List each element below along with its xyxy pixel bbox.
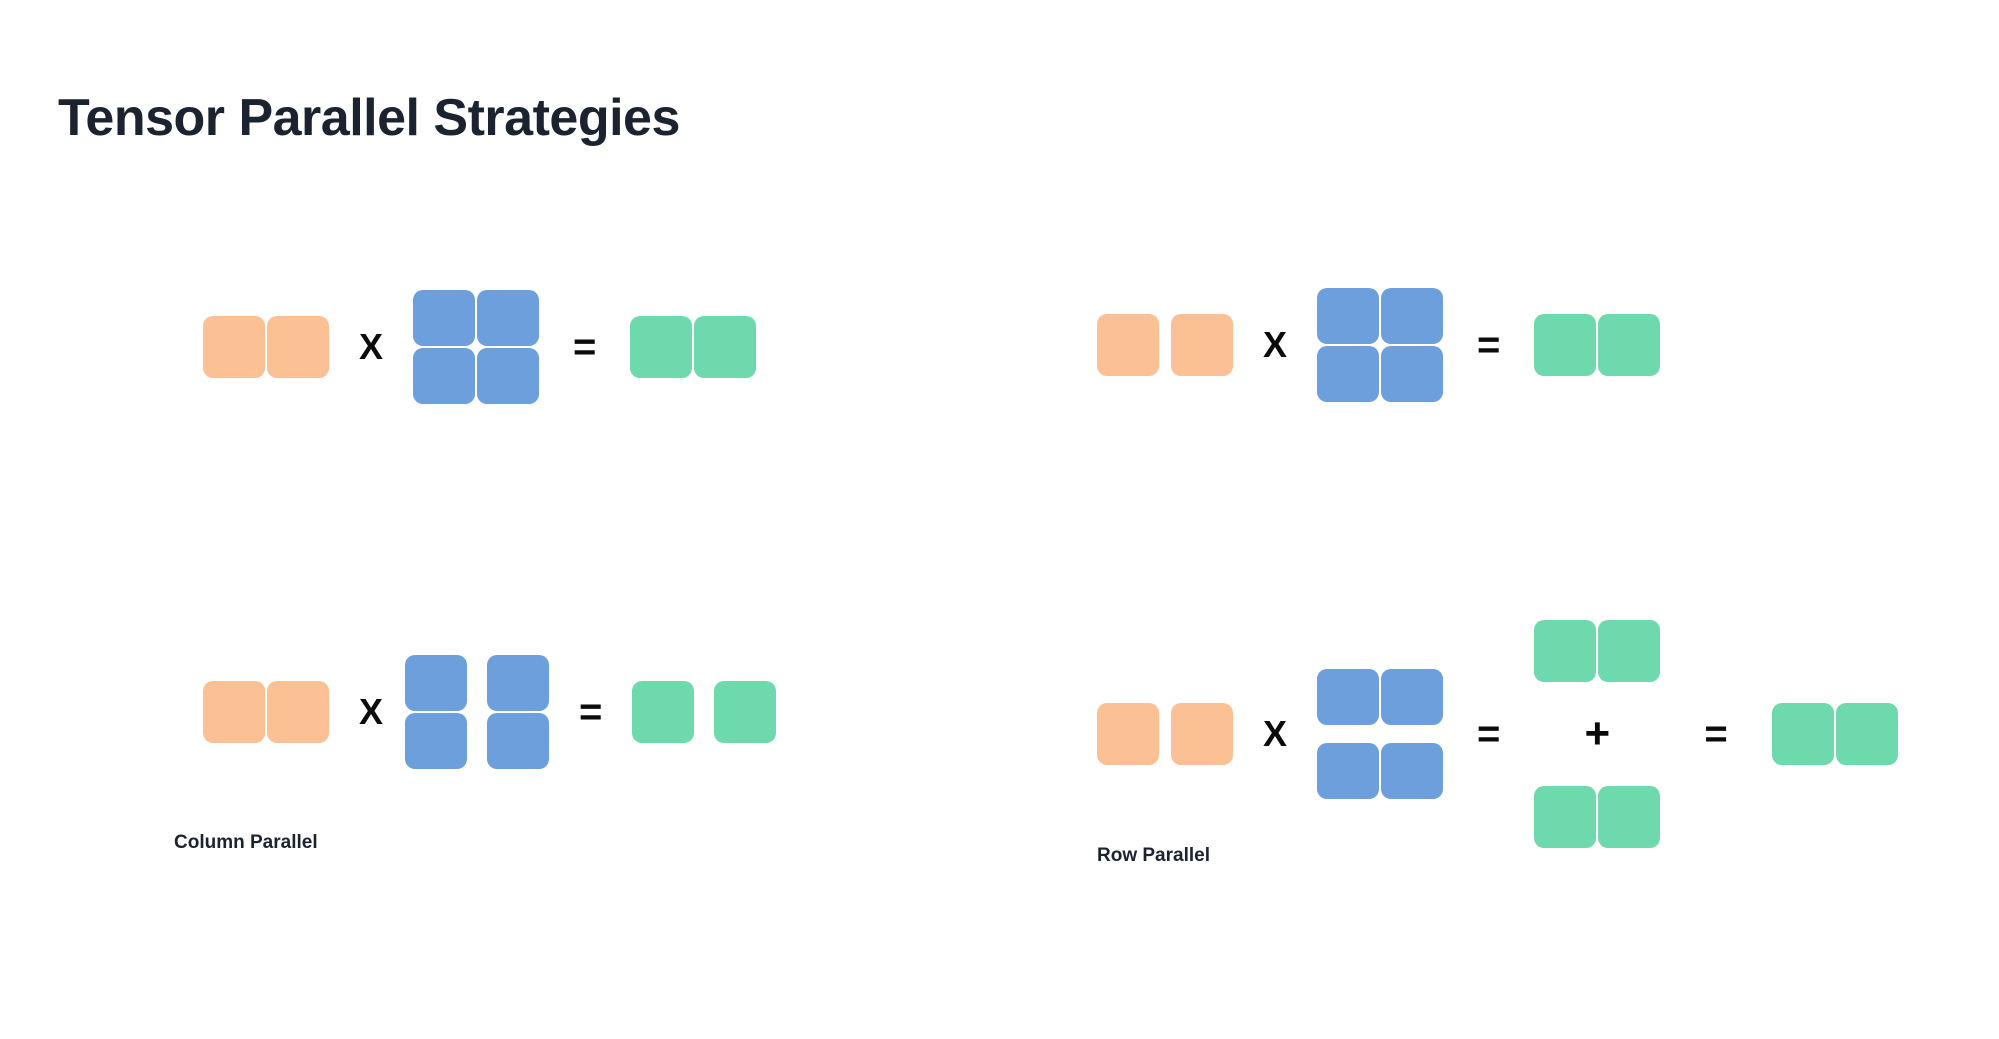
input-vector-orange-row-sharded (1097, 314, 1233, 376)
matrix-cell (203, 316, 265, 378)
times-operator: X (359, 326, 384, 367)
matrix-cell (1171, 703, 1233, 765)
matrix-cell (413, 290, 476, 346)
input-vector-orange (203, 681, 329, 743)
partial-output-top-green (1534, 620, 1661, 682)
matrix-cell (1381, 669, 1444, 725)
matrix-cell (1534, 620, 1597, 682)
matrix-cell (1097, 314, 1159, 376)
matrix-cell (694, 316, 757, 378)
matrix-cell (267, 681, 329, 743)
input-vector-orange-row-sharded (1097, 703, 1233, 765)
times-operator: X (1263, 713, 1288, 754)
matrix-cell (1381, 346, 1444, 402)
matrix-cell (1835, 703, 1898, 765)
weight-matrix-blue (1317, 288, 1444, 402)
partial-output-bottom-green (1534, 786, 1661, 848)
caption-row-parallel: Row Parallel (1097, 845, 1210, 866)
matrix-cell (1381, 743, 1444, 799)
matrix-cell (1598, 786, 1661, 848)
plus-operator: + (1584, 709, 1611, 758)
matrix-cell (1317, 743, 1380, 799)
matrix-cell (1317, 669, 1380, 725)
times-operator: X (359, 691, 384, 732)
matrix-cell (1171, 314, 1233, 376)
matrix-cell (477, 290, 540, 346)
diagram-row-parallel-sharded: X = + = (1097, 620, 1898, 848)
matrix-cell (1598, 620, 1661, 682)
weight-matrix-blue (413, 290, 540, 404)
output-vector-green (630, 316, 757, 378)
matrix-cell (203, 681, 265, 743)
page-title: Tensor Parallel Strategies (58, 88, 680, 147)
matrix-cell (632, 681, 695, 743)
output-vector-green (1534, 314, 1661, 376)
diagram-column-parallel-unsharded: X = (203, 290, 757, 404)
partial-output-sum-group: + (1534, 620, 1661, 848)
matrix-cell (405, 713, 468, 769)
matrix-cell (477, 348, 540, 404)
equals-operator: = (1477, 323, 1501, 367)
output-vector-green-column-sharded (632, 681, 777, 743)
equals-operator: = (1704, 712, 1728, 756)
matrix-cell (487, 655, 550, 711)
equals-operator: = (579, 690, 603, 734)
matrix-cell (714, 681, 777, 743)
matrix-cell (413, 348, 476, 404)
matrix-cell (487, 713, 550, 769)
equals-operator: = (1477, 712, 1501, 756)
matrix-cell (1771, 703, 1834, 765)
weight-matrix-blue-column-sharded (405, 655, 550, 769)
matrix-cell (1317, 346, 1380, 402)
caption-column-parallel: Column Parallel (174, 832, 318, 853)
times-operator: X (1263, 324, 1288, 365)
matrix-cell (405, 655, 468, 711)
output-vector-green (1771, 703, 1898, 765)
matrix-cell (1534, 786, 1597, 848)
weight-matrix-blue-row-sharded (1317, 669, 1444, 799)
matrix-cell (267, 316, 329, 378)
matrix-cell (1381, 288, 1444, 344)
equals-operator: = (573, 325, 597, 369)
input-vector-orange (203, 316, 329, 378)
matrix-cell (1598, 314, 1661, 376)
matrix-cell (1097, 703, 1159, 765)
matrix-cell (1317, 288, 1380, 344)
diagram-column-parallel-sharded: X = (203, 655, 777, 769)
diagram-row-parallel-unsharded: X = (1097, 288, 1661, 402)
matrix-cell (630, 316, 693, 378)
matrix-cell (1534, 314, 1597, 376)
